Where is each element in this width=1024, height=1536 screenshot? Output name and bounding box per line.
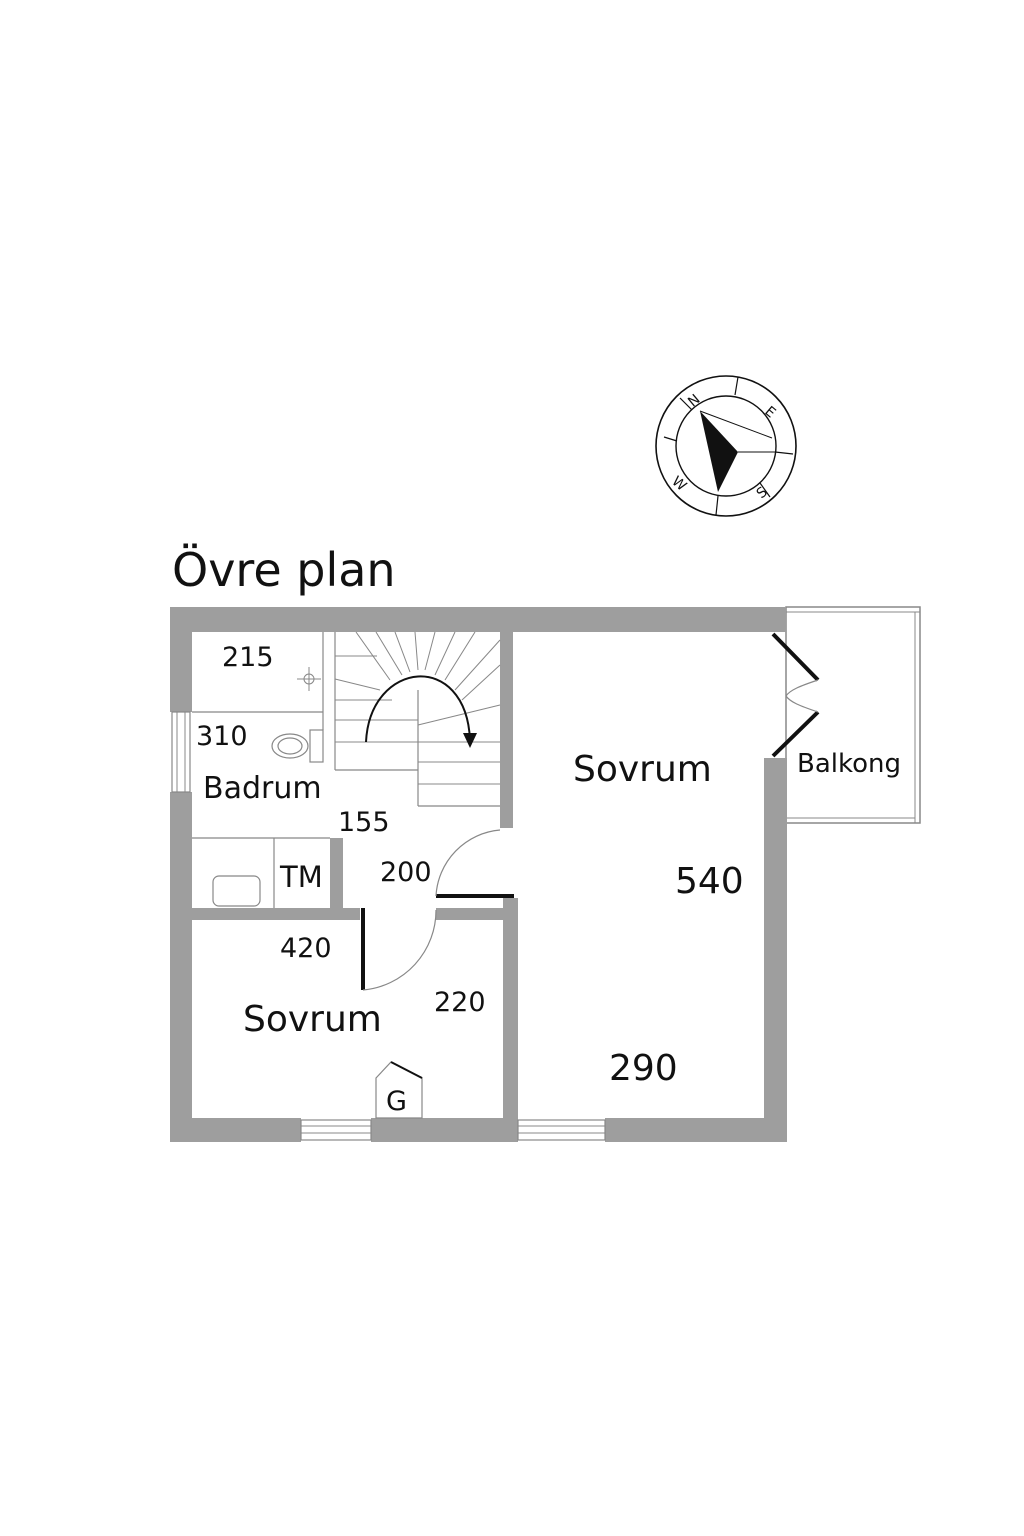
washing-machine-icon — [212, 875, 261, 907]
room-label-small-bedroom: Sovrum — [243, 999, 382, 1040]
walls — [170, 607, 787, 1142]
window-bottom-right — [517, 1119, 606, 1141]
staircase — [334, 631, 501, 785]
balcony-door-swing — [785, 679, 819, 713]
compass-north: N — [685, 391, 703, 410]
dim-small-bed-depth: 220 — [434, 987, 486, 1018]
stair-arrowhead-icon — [463, 733, 477, 748]
stair-arrow-icon — [365, 675, 471, 743]
compass-south: S — [754, 484, 771, 502]
dim-large-bed-width: 290 — [609, 1048, 678, 1089]
plan-title: Övre plan — [172, 543, 396, 597]
room-label-wardrobe: G — [386, 1086, 407, 1117]
compass-needle — [700, 411, 738, 492]
window-bottom-left — [300, 1119, 372, 1141]
dim-small-bed-width: 420 — [280, 933, 332, 964]
room-label-large-bedroom: Sovrum — [573, 749, 712, 790]
room-label-bathroom: Badrum — [203, 771, 322, 806]
room-label-laundry: TM — [279, 860, 323, 894]
balcony-outline — [785, 606, 921, 824]
dim-large-bed-length: 540 — [675, 861, 744, 902]
interior-lines — [192, 632, 500, 908]
wardrobe-icon — [375, 1061, 423, 1119]
room-label-balcony: Balkong — [797, 749, 901, 779]
dim-bath-width: 215 — [222, 642, 274, 673]
compass-icon: N E S W — [655, 375, 797, 517]
door-balcony — [771, 632, 820, 758]
compass-east: E — [761, 403, 778, 421]
dim-hall-200: 200 — [380, 857, 432, 888]
window-left — [171, 711, 191, 793]
dim-hall-155: 155 — [338, 807, 390, 838]
floor-drain-icon — [297, 667, 321, 691]
toilet-icon — [271, 729, 324, 763]
door-hall — [435, 829, 514, 898]
door-small-bedroom — [361, 908, 437, 991]
dim-bath-depth: 310 — [196, 721, 248, 752]
